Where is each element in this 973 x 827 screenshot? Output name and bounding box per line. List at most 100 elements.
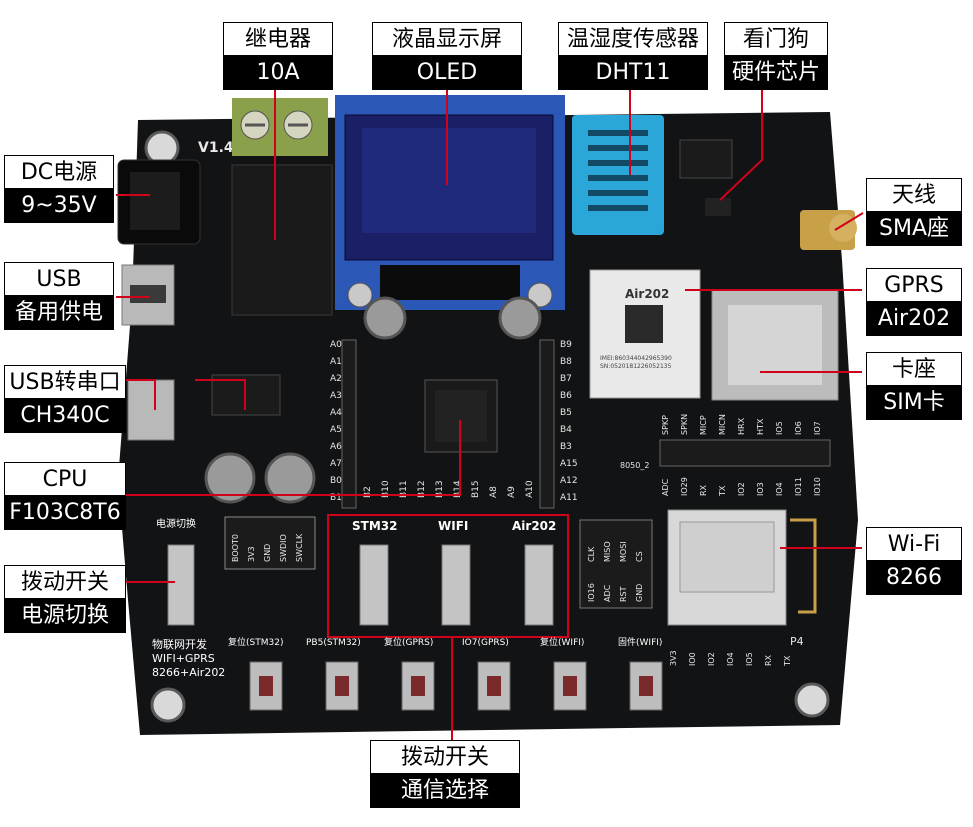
pin-label: MISO [603,541,612,562]
pin-label: IO4 [775,482,784,496]
pin-label: IO16 [587,583,596,602]
pin-label: A5 [330,425,342,435]
pin-label: B3 [560,442,572,452]
air202-switch[interactable] [524,544,554,626]
svg-text:SN:0520181226052135: SN:0520181226052135 [600,363,672,370]
pin-label: IO6 [794,421,803,435]
svg-text:IMEI:860344042965390: IMEI:860344042965390 [600,355,672,362]
callout-antenna: 天线 SMA座 [866,178,962,246]
pin-label: IO10 [813,477,822,496]
capacitor [498,296,542,340]
usb-serial-port [127,379,175,441]
capacitor [204,452,256,504]
pin-label: MICN [718,414,727,435]
pin-label: IO7 [813,421,822,435]
pin-label: B8 [560,357,572,367]
right-pin-header [539,339,555,509]
pin-label: A8 [489,486,499,498]
board-title-line: 8266+Air202 [152,666,225,679]
pin-label: 3V3 [247,546,256,562]
power-switch[interactable] [167,544,195,626]
callout-dht: 温湿度传感器 DHT11 [558,22,708,90]
pin-label: IO2 [707,652,716,666]
push-button-cap[interactable] [411,676,425,696]
pin-label: GND [263,544,272,562]
pin-label: B15 [471,480,481,498]
pin-label: IO0 [688,652,697,666]
version-text: V1.4 [198,140,234,156]
pin-label: A6 [330,442,342,452]
button-label: 固件(WIFI) [618,636,662,648]
pin-label: GND [635,584,644,602]
push-button-cap[interactable] [335,676,349,696]
pin-label: IO2 [737,482,746,496]
button-label: 复位(STM32) [228,636,283,648]
pin-label: ADC [661,478,670,496]
capacitor [363,296,407,340]
switch-label: Air202 [512,519,556,533]
pin-label: SWDIO [279,534,288,562]
mount-hole [150,687,186,723]
debug-header [224,516,316,570]
switch-label: WIFI [438,519,468,533]
callout-usb: USB 备用供电 [4,262,114,330]
pin-label: MOSI [619,541,628,562]
callout-oled: 液晶显示屏 OLED [372,22,522,90]
pin-label: IO29 [680,477,689,496]
board-title-line: WIFI+GPRS [152,652,215,665]
callout-simslot: 卡座 SIM卡 [866,352,962,420]
pin-label: SPKN [680,414,689,435]
pin-label: B7 [560,374,572,384]
pin-label: IO3 [756,482,765,496]
button-label: 复位(GPRS) [384,636,433,648]
pin-label: B9 [560,340,572,350]
pin-label: A1 [330,357,342,367]
push-button-cap[interactable] [563,676,577,696]
capacitor [264,452,316,504]
push-button-cap[interactable] [487,676,501,696]
pin-label: RST [619,586,628,602]
stm32-switch[interactable] [359,544,389,626]
left-pin-header [341,339,357,509]
pin-label: IO5 [775,421,784,435]
pin-label: CLK [587,546,596,562]
pin-label: B10 [381,480,391,498]
button-label: 复位(WIFI) [540,636,584,648]
callout-wifi: Wi-Fi 8266 [866,527,962,595]
pin-label: HRX [737,417,746,435]
pin-label: HTX [756,418,765,435]
callout-relay: 继电器 10A [223,22,333,90]
pin-label: B11 [399,480,409,498]
switch-label: STM32 [352,519,397,533]
mount-hole [144,130,180,166]
pin-label: IO11 [794,477,803,496]
pin-label: A10 [525,480,535,498]
pin-label: B4 [560,425,572,435]
air202-header [659,439,831,467]
callout-cpu: CPU F103C8T6 [4,462,126,530]
pin-label: RX [699,484,708,496]
pin-label: A15 [560,459,578,469]
svg-text:P4: P4 [790,635,804,648]
callout-gprs: GPRS Air202 [866,268,962,336]
svg-text:8050_2: 8050_2 [620,461,649,470]
comm-switch-box [327,514,569,638]
pin-label: A3 [330,391,342,401]
pin-label: A12 [560,476,578,486]
callout-usbserial: USB转串口 CH340C [4,365,126,433]
push-button-cap[interactable] [639,676,653,696]
button-label: PB5(STM32) [306,638,361,648]
push-button-cap[interactable] [259,676,273,696]
pin-label: SPKP [661,415,670,435]
pin-label: A2 [330,374,342,384]
board-title-line: 物联网开发 [152,637,207,651]
pin-label: B14 [453,480,463,498]
pin-label: B13 [435,480,445,498]
pin-label: A4 [330,408,342,418]
pin-label: MICP [699,415,708,435]
svg-text:电源切换: 电源切换 [156,517,196,530]
push-button[interactable] [553,661,587,711]
callout-dc: DC电源 9~35V [4,155,114,223]
wifi-switch[interactable] [441,544,471,626]
